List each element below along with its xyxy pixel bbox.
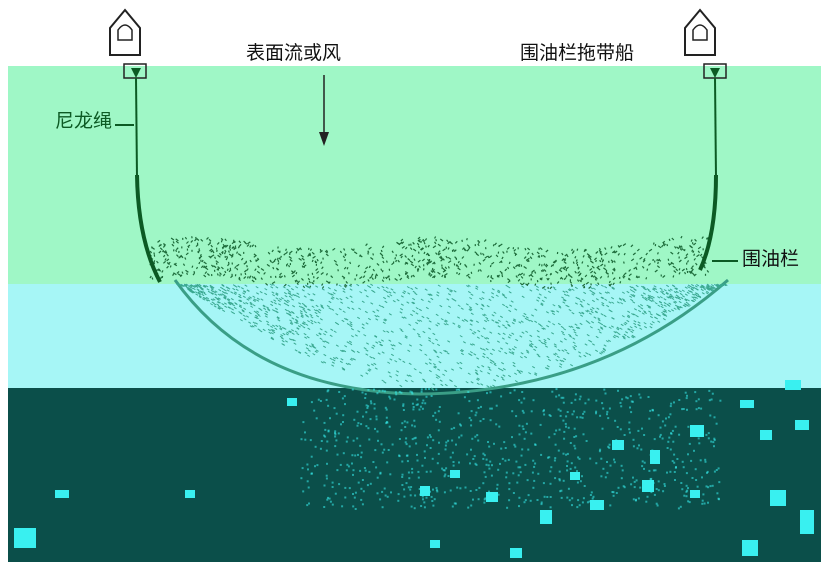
- oil-slick: [149, 235, 728, 510]
- left-nylon-rope: [135, 77, 138, 179]
- boom-curve-lower: [173, 278, 729, 396]
- rope-anchor: [131, 68, 141, 78]
- towing-boat-label: 围油栏拖带船: [520, 42, 635, 64]
- boat-cabin: [117, 24, 133, 41]
- dark-water-band: [8, 388, 821, 562]
- green-water-band: [8, 66, 821, 284]
- right-nylon-rope: [714, 77, 717, 179]
- rope-anchor: [710, 68, 720, 78]
- boom-right-arm: [698, 174, 718, 271]
- surface-flow-label: 表面流或风: [246, 42, 342, 64]
- boat-cabin: [692, 24, 708, 41]
- boat-icon: [684, 8, 716, 56]
- left-boat: [109, 8, 147, 79]
- down-arrow-icon: [319, 75, 329, 146]
- boat-stern: [123, 63, 147, 79]
- boat-icon: [109, 8, 141, 56]
- boom-left-arm: [135, 174, 162, 283]
- nylon-rope-label: 尼龙绳: [55, 110, 113, 132]
- image-noise: [14, 380, 814, 558]
- oil-boom-label: 围油栏: [742, 248, 800, 270]
- cyan-water-band: [8, 284, 821, 388]
